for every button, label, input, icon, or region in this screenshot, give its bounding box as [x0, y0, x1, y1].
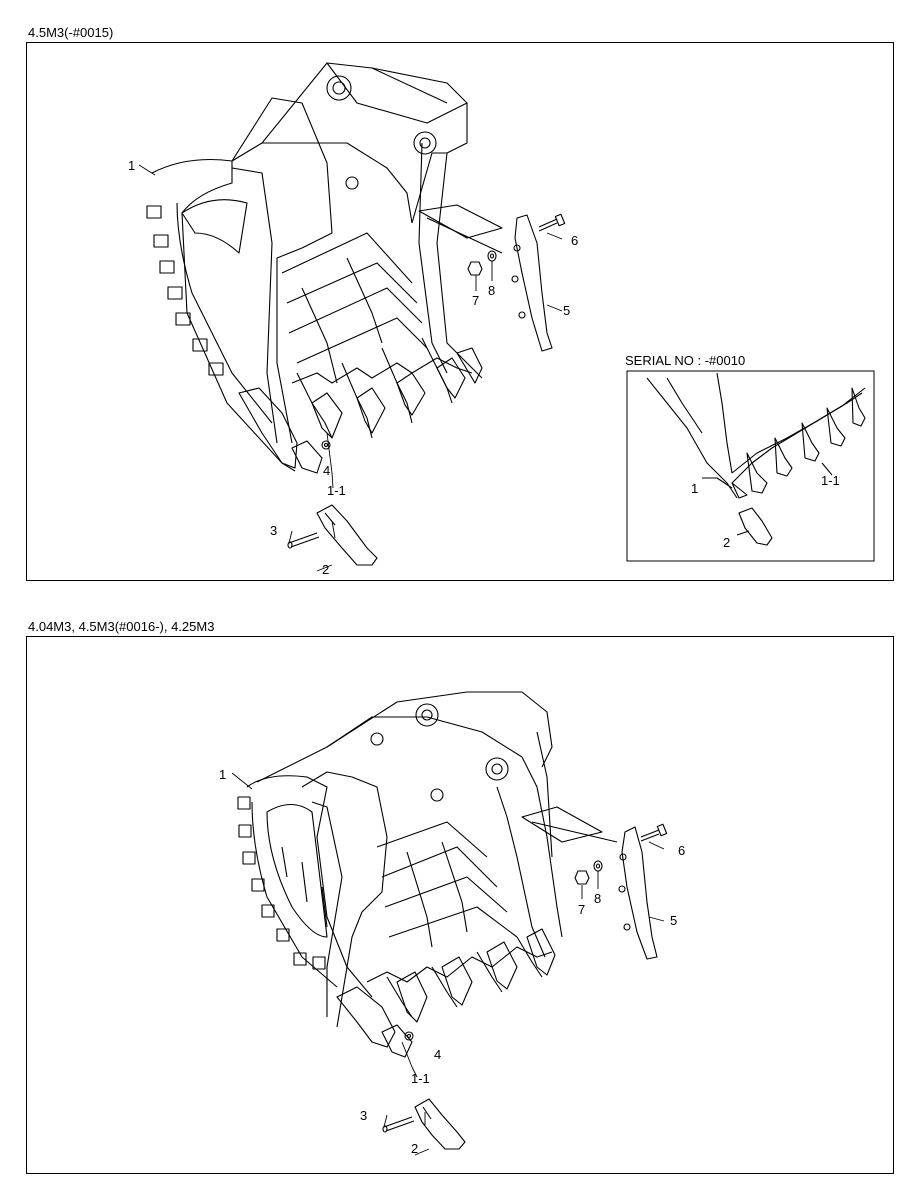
inset-frame — [626, 370, 875, 562]
inset-serial: SERIAL NO : -#0010 1 1-1 2 — [625, 353, 875, 562]
inset-title: SERIAL NO : -#0010 — [625, 353, 745, 368]
callout-7: 7 — [578, 902, 585, 917]
callout-2: 2 — [411, 1141, 418, 1156]
section-2-title: 4.04M3, 4.5M3(#0016-), 4.25M3 — [28, 619, 215, 634]
callout-1: 1 — [128, 158, 135, 173]
callout-5: 5 — [563, 303, 570, 318]
washer-part-8 — [487, 250, 497, 262]
side-cutter-part-5 — [618, 826, 658, 960]
callout-1-1: 1-1 — [411, 1071, 430, 1086]
tooth-point-part-2 — [414, 1098, 466, 1150]
bucket-diagram-2: 1 1-1 2 3 4 5 6 7 8 — [219, 691, 685, 1156]
callout-4: 4 — [323, 463, 330, 478]
bucket-illustration — [146, 62, 503, 474]
bolt-part-6 — [640, 823, 668, 842]
pin-part-3 — [287, 532, 320, 549]
nut-part-7 — [574, 870, 590, 885]
tooth-point-part-2 — [316, 504, 378, 566]
callout-8: 8 — [594, 891, 601, 906]
callout-8: 8 — [488, 283, 495, 298]
callout-7: 7 — [472, 293, 479, 308]
bolt-part-6 — [538, 213, 566, 232]
washer-part-8 — [593, 860, 603, 872]
section-1-panel: 1 1-1 2 3 4 5 6 7 8 SERIAL NO : -#0010 1… — [26, 42, 894, 581]
inset-callout-1: 1 — [691, 481, 698, 496]
bucket-illustration — [237, 691, 618, 1058]
bucket-diagram-1: 1 1-1 2 3 4 5 6 7 8 SERIAL NO : -#0010 1… — [128, 62, 875, 577]
side-cutter-part-5 — [511, 214, 553, 352]
section-2-panel: 1 1-1 2 3 4 5 6 7 8 — [26, 636, 894, 1174]
lock-part-4 — [321, 440, 331, 450]
inset-callout-2: 2 — [723, 535, 730, 550]
callout-6: 6 — [678, 843, 685, 858]
callout-1: 1 — [219, 767, 226, 782]
nut-part-7 — [467, 261, 483, 276]
callout-4: 4 — [434, 1047, 441, 1062]
section-1-title: 4.5M3(-#0015) — [28, 25, 114, 40]
callout-1-1: 1-1 — [327, 483, 346, 498]
callout-6: 6 — [571, 233, 578, 248]
callout-3: 3 — [360, 1108, 367, 1123]
inset-callout-1-1: 1-1 — [821, 473, 840, 488]
callout-5: 5 — [670, 913, 677, 928]
lock-part-4 — [404, 1031, 414, 1041]
callout-3: 3 — [270, 523, 277, 538]
callout-2: 2 — [322, 562, 329, 577]
pin-part-3 — [382, 1116, 415, 1133]
